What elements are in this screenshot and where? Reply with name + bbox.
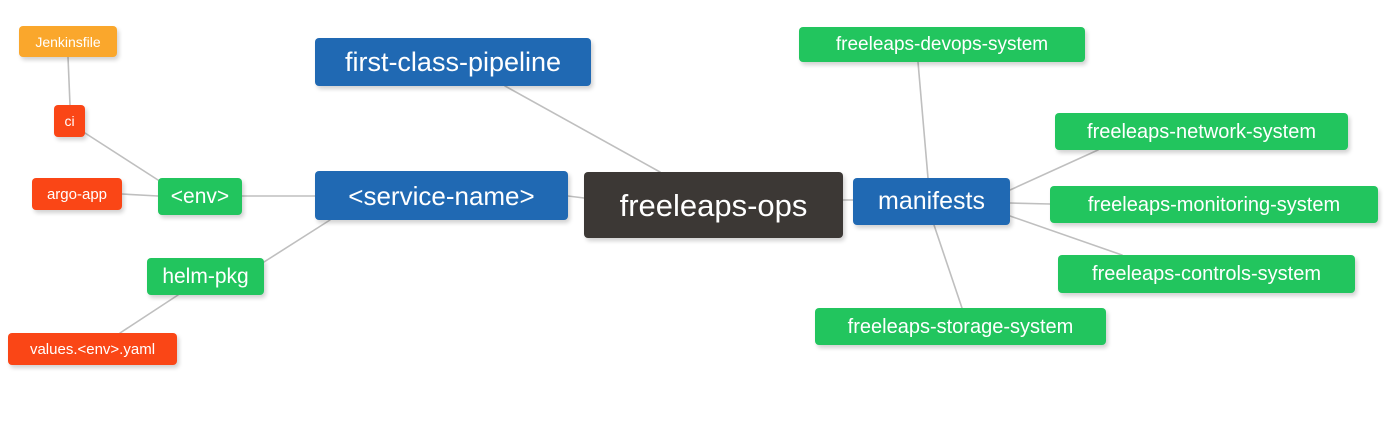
node-label-jenkinsfile: Jenkinsfile	[35, 33, 101, 50]
node-label-freeleaps-devops-system: freeleaps-devops-system	[835, 34, 1049, 55]
node-label-freeleaps-storage-system: freeleaps-storage-system	[847, 315, 1074, 338]
node-label-values-env-yaml: values.<env>.yaml	[29, 340, 156, 358]
node-freeleaps-storage-system[interactable]: freeleaps-storage-system	[815, 308, 1106, 345]
node-label-helm-pkg: helm-pkg	[162, 265, 249, 288]
edge-ci-to-env	[84, 132, 159, 181]
node-values-env-yaml[interactable]: values.<env>.yaml	[8, 333, 177, 365]
node-manifests[interactable]: manifests	[853, 178, 1010, 225]
node-label-freeleaps-controls-system: freeleaps-controls-system	[1092, 263, 1321, 285]
edge-service-name-to-helm-pkg	[263, 219, 331, 263]
node-freeleaps-controls-system[interactable]: freeleaps-controls-system	[1058, 255, 1355, 293]
node-label-first-class-pipeline: first-class-pipeline	[344, 46, 562, 77]
node-env[interactable]: <env>	[158, 178, 242, 215]
edge-jenkinsfile-to-ci	[67, 56, 71, 106]
node-label-freeleaps-monitoring-system: freeleaps-monitoring-system	[1087, 193, 1341, 216]
node-label-argo-app: argo-app	[46, 185, 108, 203]
node-ci[interactable]: ci	[54, 105, 85, 137]
node-jenkinsfile[interactable]: Jenkinsfile	[19, 26, 117, 57]
node-argo-app[interactable]: argo-app	[32, 178, 122, 210]
node-freeleaps-monitoring-system[interactable]: freeleaps-monitoring-system	[1050, 186, 1378, 223]
node-label-ci: ci	[64, 113, 75, 129]
edge-helm-pkg-to-values-env-yaml	[119, 294, 179, 334]
edge-manifests-to-freeleaps-monitoring-system	[1009, 202, 1051, 205]
node-label-service-name: <service-name>	[348, 180, 535, 211]
edge-service-name-to-freeleaps-ops	[567, 195, 585, 199]
edge-manifests-to-freeleaps-network-system	[1009, 149, 1099, 191]
node-label-freeleaps-ops: freeleaps-ops	[619, 187, 808, 223]
node-helm-pkg[interactable]: helm-pkg	[147, 258, 264, 295]
node-label-env: <env>	[170, 185, 230, 208]
edge-manifests-to-freeleaps-devops-system	[917, 61, 929, 179]
edge-manifests-to-freeleaps-storage-system	[933, 224, 963, 309]
edge-argo-app-to-env	[121, 193, 159, 197]
node-first-class-pipeline[interactable]: first-class-pipeline	[315, 38, 591, 86]
node-label-manifests: manifests	[878, 187, 985, 215]
edge-first-class-pipeline-to-freeleaps-ops	[504, 85, 661, 173]
node-service-name[interactable]: <service-name>	[315, 171, 568, 220]
node-freeleaps-network-system[interactable]: freeleaps-network-system	[1055, 113, 1348, 150]
node-freeleaps-devops-system[interactable]: freeleaps-devops-system	[799, 27, 1085, 62]
node-label-freeleaps-network-system: freeleaps-network-system	[1087, 120, 1316, 143]
node-freeleaps-ops[interactable]: freeleaps-ops	[584, 172, 843, 238]
